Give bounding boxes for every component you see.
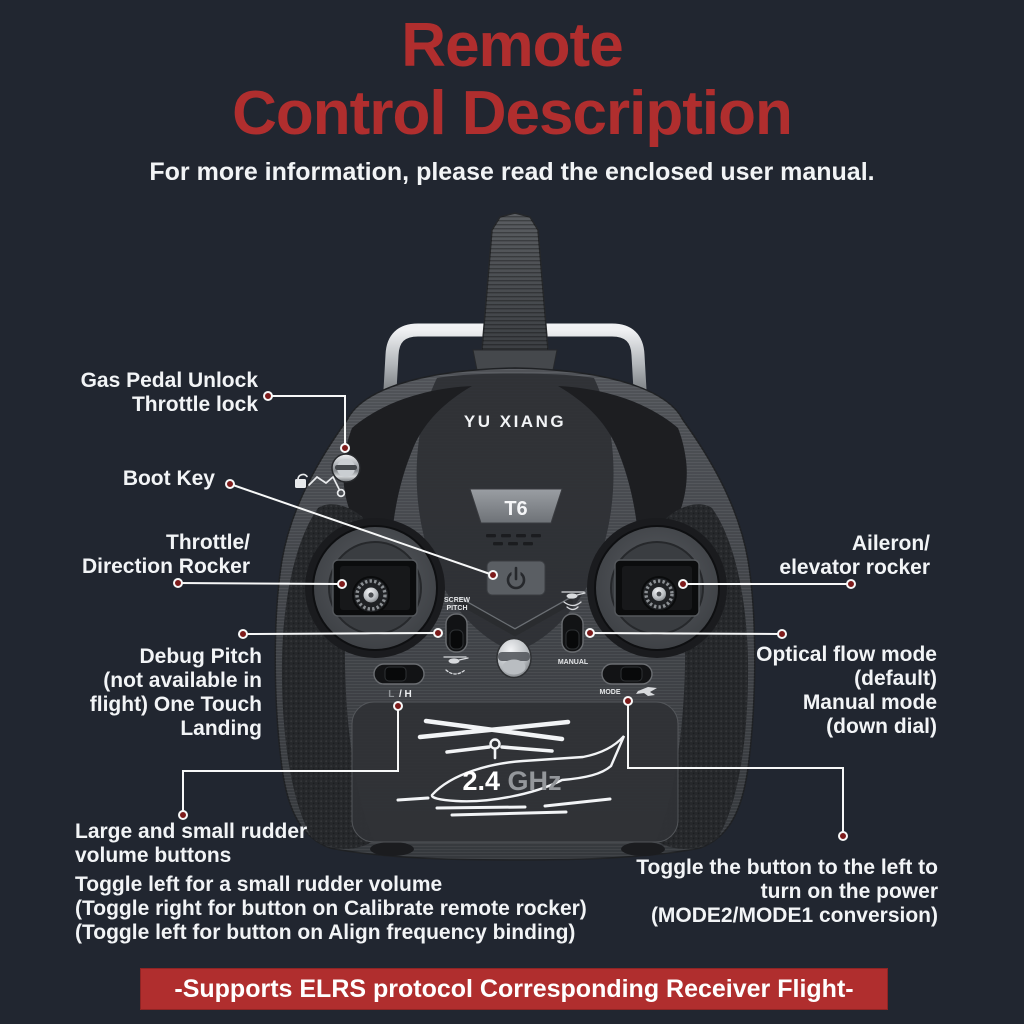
callout-dot [433,628,443,638]
svg-text:MANUAL: MANUAL [558,659,589,666]
manual-switch: MANUAL [558,613,589,666]
callout-line-gas-pedal [268,395,346,448]
callout-line-optical-flow [589,632,783,635]
callout-dot [178,810,188,820]
antenna [472,212,558,371]
top-wing-right [558,386,687,561]
bottom-panel: 2.4 GHz [351,701,679,843]
callout-aileron-rocker: Aileron/ elevator rocker [779,532,930,579]
model-plate: T6 [469,488,563,524]
bottom-banner: -Supports ELRS protocol Corresponding Re… [140,968,888,1010]
airplane-icon [636,687,657,696]
callout-rudder-volume: Large and small rudder volume buttons To… [75,820,587,944]
callout-dot [337,579,347,589]
title-line-2: Control Description [232,79,793,148]
unlock-diagram-icon [295,473,346,498]
throttle-stick [305,518,445,658]
callout-dot [340,443,350,453]
callout-dot [777,629,787,639]
helicopter-artwork [396,718,626,817]
callout-throttle-rocker: Throttle/ Direction Rocker [81,531,250,578]
callout-boot-key: Boot Key [122,467,215,490]
callout-line-power-toggle [627,701,844,836]
screw-pitch-switch: SCREW PITCH [444,597,470,653]
helicopter-waves-icon [561,591,586,611]
page-title: Remote Control Description [0,12,1024,148]
helicopter-icon-left [443,656,469,675]
callout-line-throttle [177,582,343,585]
callout-line-debug-pitch [242,632,439,635]
svg-text:PITCH: PITCH [447,605,468,612]
page-subtitle: For more information, please read the en… [149,158,875,186]
callout-dot [263,391,273,401]
boot-key-button [486,560,546,596]
speaker-grille [486,534,541,546]
title-line-1: Remote [401,11,623,80]
callout-line-rudder-volume [182,706,399,815]
callout-dot [173,578,183,588]
svg-text:MODE: MODE [600,689,621,696]
callout-dot [678,579,688,589]
callout-line-boot-key [229,483,494,576]
callout-power-toggle: Toggle the button to the left to turn on… [636,856,938,927]
power-rocker [496,637,532,679]
brand-label: YU XIANG [464,412,566,431]
gas-pedal-unlock-button [331,453,361,483]
callout-dot [488,570,498,580]
lh-switch: L / H [373,663,425,700]
callout-debug-pitch: Debug Pitch (not available in flight) On… [89,645,262,740]
foot-right [621,842,665,856]
model-label: T6 [504,498,527,520]
callout-dot [838,831,848,841]
top-wing-left [343,386,472,561]
callout-dot [623,696,633,706]
callout-dot [238,629,248,639]
svg-text:SCREW: SCREW [444,597,470,604]
mode-switch: MODE [600,663,653,696]
callout-lines [173,391,856,841]
foot-left [370,842,414,856]
callout-dot [846,579,856,589]
callout-optical-flow: Optical flow mode (default) Manual mode … [756,643,937,738]
callout-dot [393,701,403,711]
aileron-stick [587,518,727,658]
frequency-label: 2.4 GHz [462,766,561,796]
callout-dot [585,628,595,638]
power-icon [506,566,526,590]
svg-text:L / H: L / H [388,689,412,700]
callout-gas-pedal: Gas Pedal Unlock Throttle lock [80,369,258,416]
center-chevron [457,597,573,637]
callout-dot [225,479,235,489]
